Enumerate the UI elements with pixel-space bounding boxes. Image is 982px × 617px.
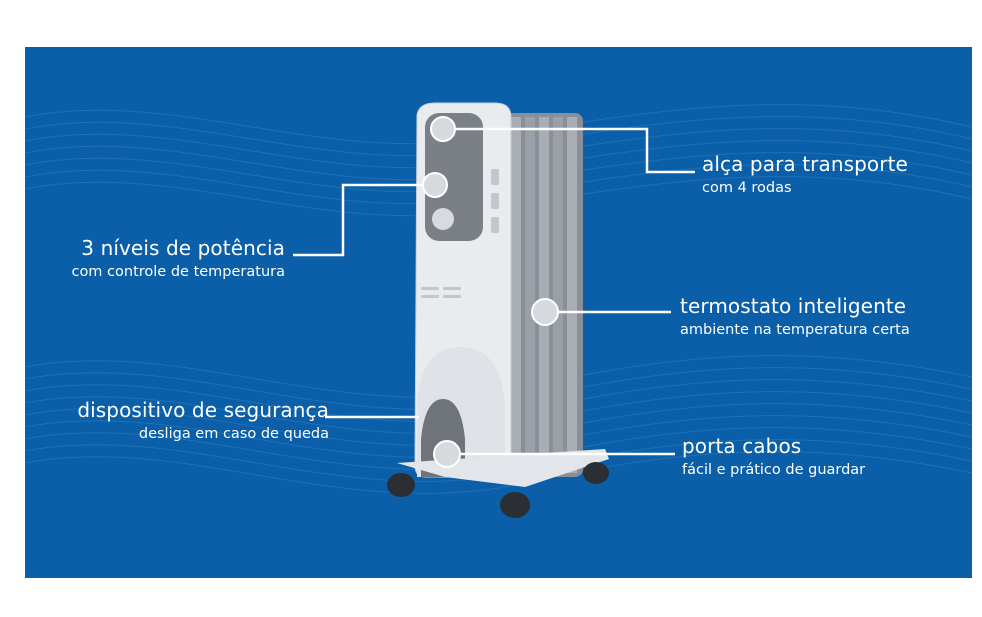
- callout-handle: alça para transporte com 4 rodas: [702, 153, 908, 197]
- heater-fins: [505, 113, 583, 477]
- callout-thermostat-title: termostato inteligente: [680, 294, 907, 318]
- wheel-icon: [387, 473, 415, 497]
- wheel-base: [397, 449, 609, 487]
- callout-lines: [293, 127, 695, 456]
- callout-power-subtitle: com controle de temperatura: [71, 264, 285, 280]
- callout-safety-subtitle: desliga em caso de queda: [138, 426, 329, 442]
- oil-heater-illustration: [293, 102, 695, 518]
- callout-cable-title: porta cabos: [682, 434, 802, 458]
- callout-power: 3 níveis de potência com controle de tem…: [71, 237, 285, 281]
- side-vents: [421, 169, 499, 298]
- callout-thermostat-subtitle: ambiente na temperatura certa: [680, 322, 910, 338]
- wheel-icon: [500, 492, 530, 518]
- callout-thermostat: termostato inteligente ambiente na tempe…: [680, 295, 910, 339]
- callout-handle-title: alça para transporte: [702, 152, 908, 176]
- callout-handle-subtitle: com 4 rodas: [702, 180, 792, 196]
- callout-safety: dispositivo de segurança desliga em caso…: [77, 399, 329, 443]
- callout-cable-subtitle: fácil e prático de guardar: [682, 462, 866, 478]
- callout-power-title: 3 níveis de potência: [81, 236, 285, 260]
- callout-cable: porta cabos fácil e prático de guardar: [682, 435, 865, 479]
- wheel-icon: [583, 462, 609, 484]
- product-banner: alça para transporte com 4 rodas termost…: [25, 47, 972, 578]
- callout-safety-title: dispositivo de segurança: [77, 398, 329, 422]
- callout-markers: [422, 116, 559, 468]
